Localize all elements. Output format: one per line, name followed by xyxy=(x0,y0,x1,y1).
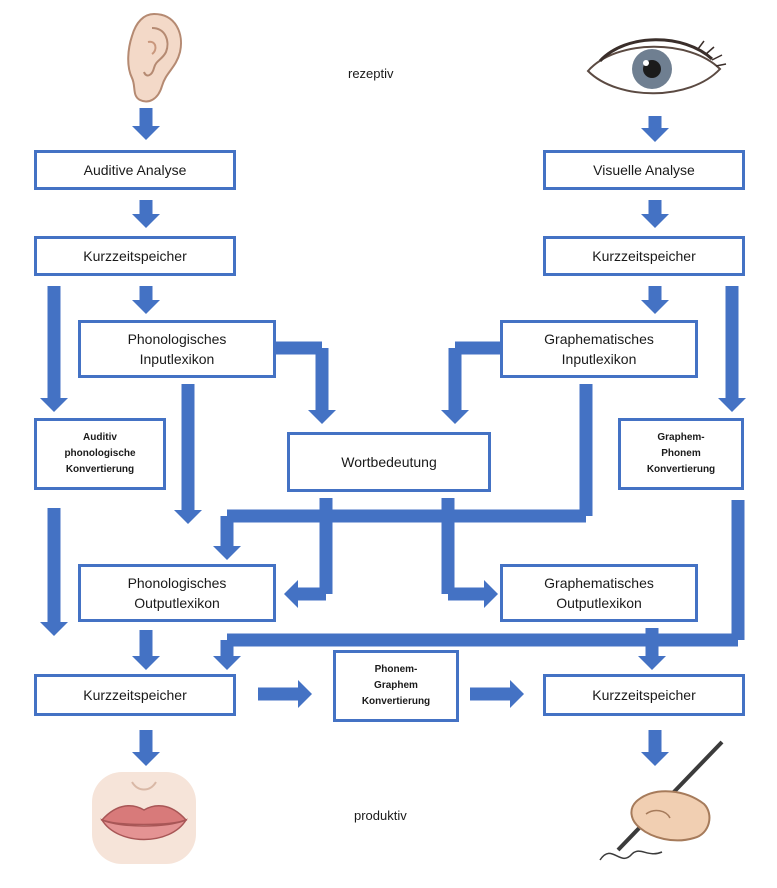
kurzzeitspeicher-right-top-box: Kurzzeitspeicher xyxy=(543,236,745,276)
arrow-head-19 xyxy=(213,656,241,670)
arrow-head-16 xyxy=(284,580,298,608)
arrow-head-10 xyxy=(641,214,669,228)
arrow-head-11 xyxy=(641,300,669,314)
arrow-head-20 xyxy=(638,656,666,670)
graphematisches-inputlexikon-box: Graphematisches Inputlexikon xyxy=(500,320,698,378)
wortbedeutung-box: Wortbedeutung xyxy=(287,432,491,492)
arrow-head-13 xyxy=(641,752,669,766)
lips-icon xyxy=(88,768,200,868)
arrow-head-2 xyxy=(132,214,160,228)
arrow-head-6 xyxy=(174,510,202,524)
auditive-analyse-box: Auditive Analyse xyxy=(34,150,236,190)
phonem-graphem-konvertierung-box: Phonem- Graphem Konvertierung xyxy=(333,650,459,722)
phonologisches-inputlexikon-box: Phonologisches Inputlexikon xyxy=(78,320,276,378)
arrow-head-18 xyxy=(213,546,241,560)
arrow-shaft-14 xyxy=(276,341,329,410)
kurzzeitspeicher-left-bottom-box: Kurzzeitspeicher xyxy=(34,674,236,716)
ear-icon xyxy=(118,8,190,108)
arrow-head-3 xyxy=(132,300,160,314)
graphem-phonem-konvertierung-box: Graphem- Phonem Konvertierung xyxy=(618,418,744,490)
graphematisches-outputlexikon-box: Graphematisches Outputlexikon xyxy=(500,564,698,622)
arrow-head-8 xyxy=(132,752,160,766)
receptive-label: rezeptiv xyxy=(348,66,394,81)
auditiv-phonologische-konvertierung-box: Auditiv phonologische Konvertierung xyxy=(34,418,166,490)
eye-icon xyxy=(580,35,730,105)
arrow-head-21 xyxy=(298,680,312,708)
arrow-head-7 xyxy=(132,656,160,670)
kurzzeitspeicher-left-top-box: Kurzzeitspeicher xyxy=(34,236,236,276)
arrow-head-15 xyxy=(441,410,469,424)
arrow-head-17 xyxy=(484,580,498,608)
arrow-head-14 xyxy=(308,410,336,424)
arrow-head-5 xyxy=(40,622,68,636)
productive-label: produktiv xyxy=(354,808,407,823)
arrow-shaft-15 xyxy=(448,341,500,410)
arrow-head-22 xyxy=(510,680,524,708)
arrow-shaft-18 xyxy=(220,384,593,546)
arrow-head-9 xyxy=(641,128,669,142)
visuelle-analyse-box: Visuelle Analyse xyxy=(543,150,745,190)
arrow-head-1 xyxy=(132,126,160,140)
arrow-head-12 xyxy=(718,398,746,412)
kurzzeitspeicher-right-bottom-box: Kurzzeitspeicher xyxy=(543,674,745,716)
arrow-head-4 xyxy=(40,398,68,412)
writing-hand-icon xyxy=(590,730,740,870)
phonologisches-outputlexikon-box: Phonologisches Outputlexikon xyxy=(78,564,276,622)
